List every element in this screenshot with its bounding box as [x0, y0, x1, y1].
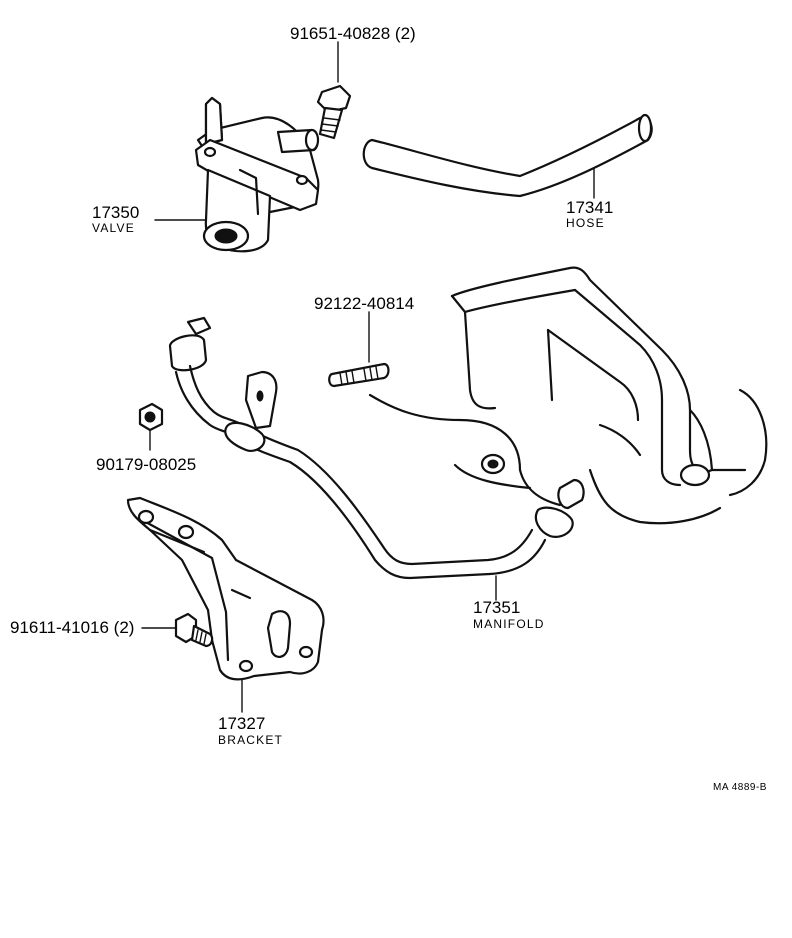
- nut-90179: [138, 402, 164, 432]
- stud-92122: [328, 362, 390, 388]
- hose-17341: [362, 113, 653, 198]
- valve-part-name: VALVE: [92, 221, 135, 235]
- nut-part-number: 90179-08025: [96, 455, 197, 474]
- valve-17350: [194, 96, 320, 253]
- bolt-91651: [316, 84, 352, 140]
- manifold-part-number: 17351: [473, 598, 521, 617]
- hose-part-name: HOSE: [566, 216, 605, 230]
- bolt-valve-part-number: 91651-40828 (2): [290, 24, 416, 43]
- bracket-17327: [126, 496, 325, 681]
- intake-plenum: [368, 266, 768, 525]
- hose-part-number: 17341: [566, 198, 614, 217]
- bracket-part-name: BRACKET: [218, 733, 284, 747]
- manifold-part-name: MANIFOLD: [473, 617, 545, 631]
- manifold-pipe-17351: [168, 316, 585, 580]
- drawing-code: MA 4889-B: [713, 782, 767, 793]
- leader-lines: [141, 41, 595, 713]
- valve-part-number: 17350: [92, 203, 140, 222]
- bolt-bracket-part-number: 91611-41016 (2): [10, 618, 135, 637]
- bolt-91611: [174, 612, 214, 648]
- bracket-part-number: 17327: [218, 714, 266, 733]
- stud-part-number: 92122-40814: [314, 294, 415, 313]
